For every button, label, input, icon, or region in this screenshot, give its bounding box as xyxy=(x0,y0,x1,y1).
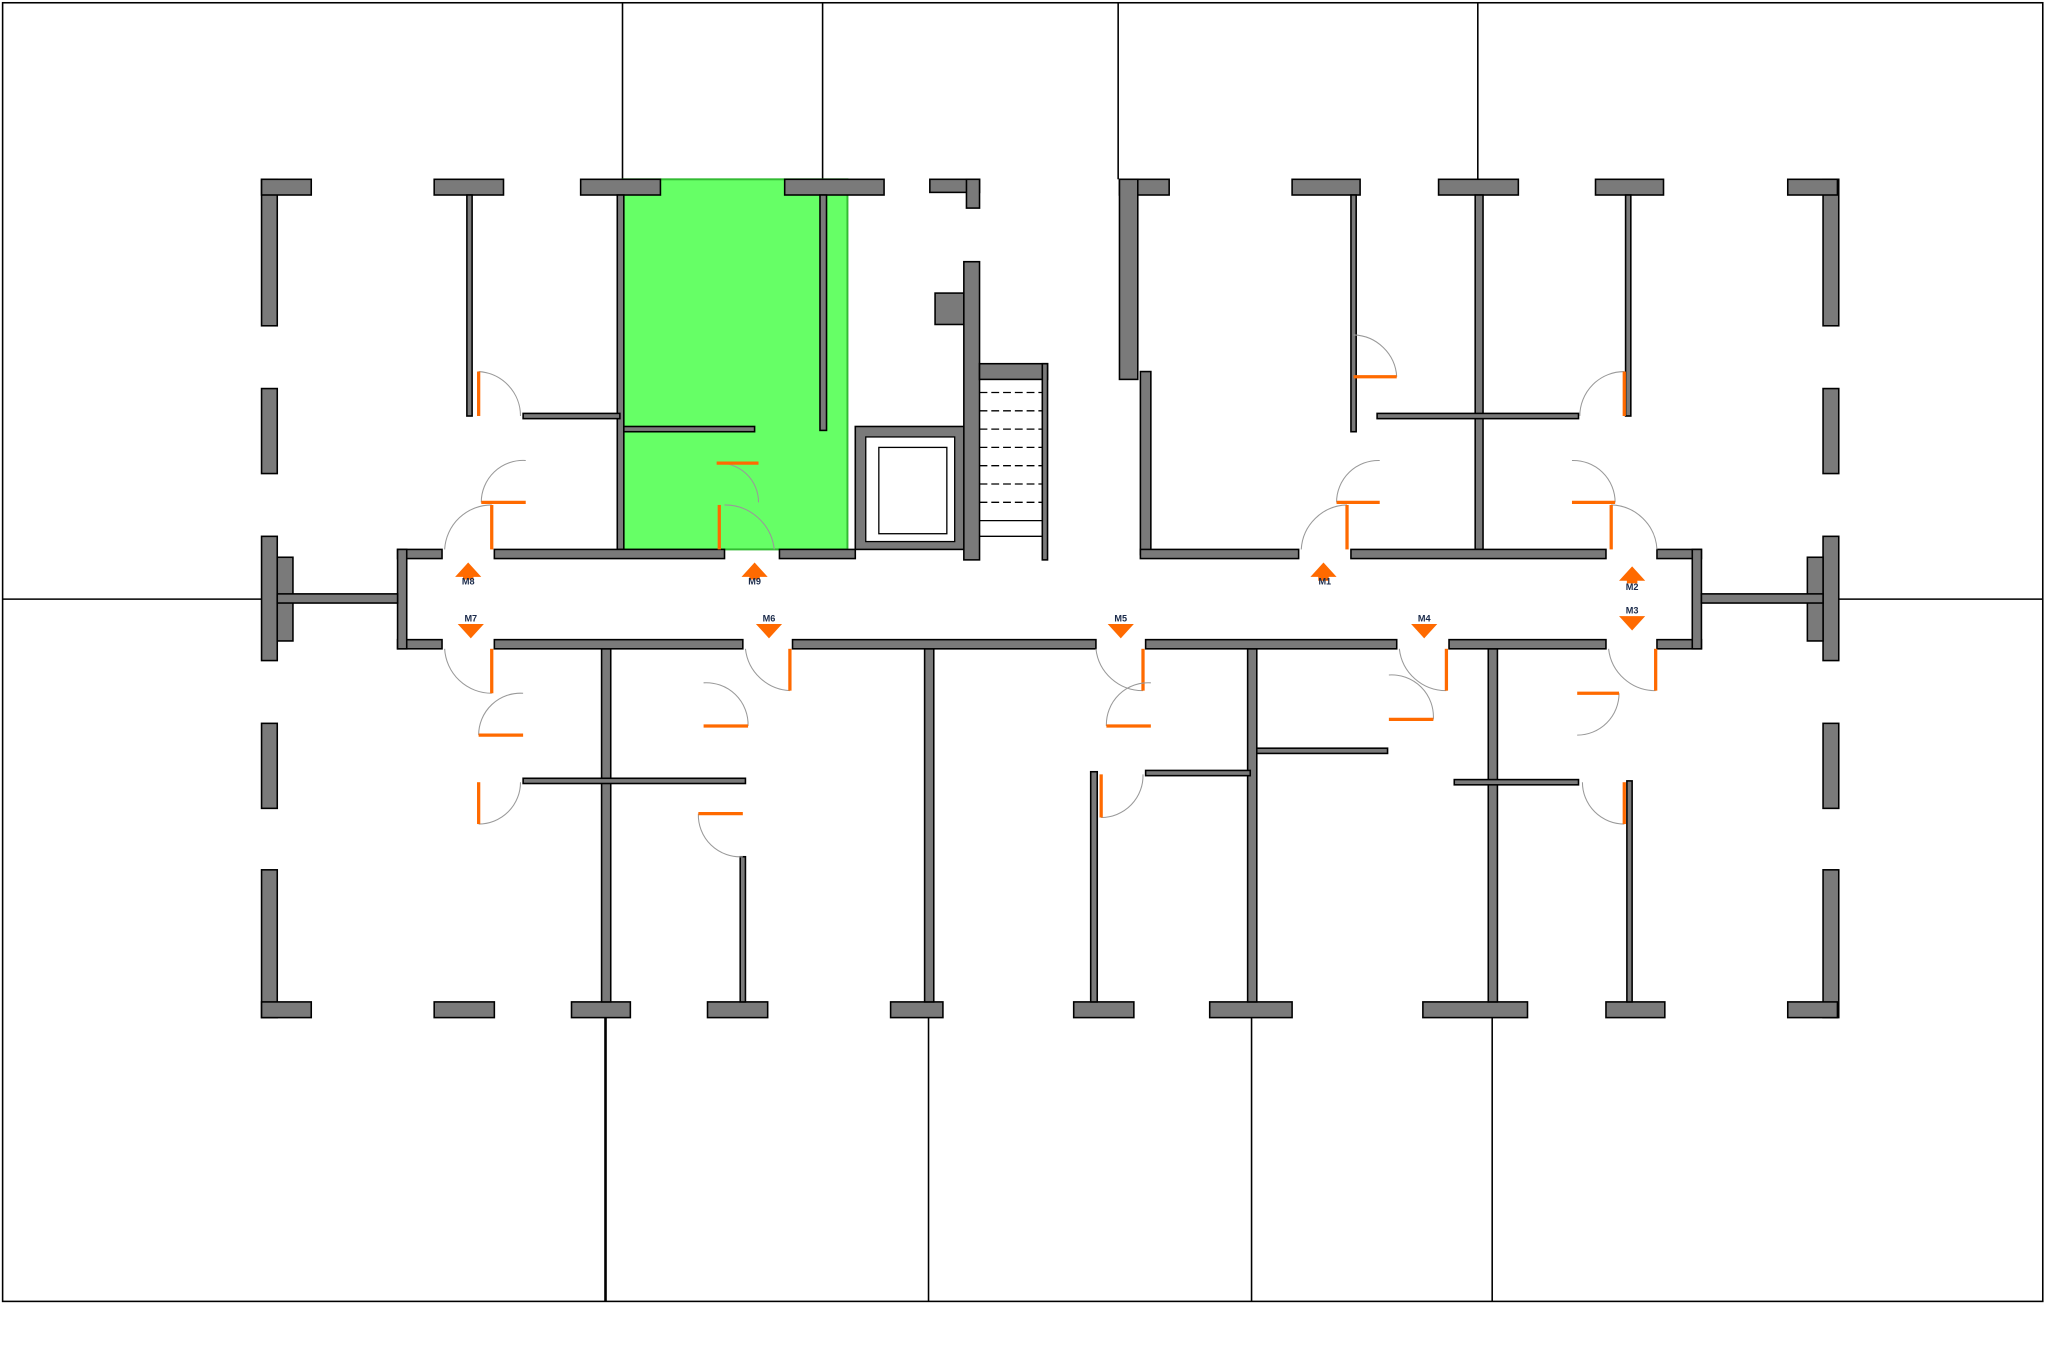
svg-text:M1: M1 xyxy=(1318,577,1331,587)
arrow-down-icon xyxy=(1107,623,1134,639)
marker-m3[interactable]: M3 xyxy=(1619,605,1646,631)
marker-m4[interactable]: M4 xyxy=(1411,613,1438,639)
parcel-lines xyxy=(1,1,2044,1303)
svg-text:M4: M4 xyxy=(1418,613,1432,623)
arrow-up-icon xyxy=(455,562,482,580)
svg-text:M2: M2 xyxy=(1626,582,1639,592)
svg-text:M3: M3 xyxy=(1626,605,1639,615)
marker-m8[interactable]: M8 xyxy=(455,562,482,587)
arrow-down-icon xyxy=(1619,616,1646,631)
elevator xyxy=(854,292,966,551)
stairs xyxy=(963,260,1049,561)
doors xyxy=(444,334,1658,858)
marker-m7[interactable]: M7 xyxy=(457,613,484,639)
marker-m5[interactable]: M5 xyxy=(1107,613,1134,639)
svg-text:M5: M5 xyxy=(1114,613,1127,623)
arrow-down-icon xyxy=(457,623,484,639)
marker-m1[interactable]: M1 xyxy=(1310,562,1337,587)
marker-m2[interactable]: M2 xyxy=(1619,566,1646,592)
arrow-down-icon xyxy=(755,623,783,639)
marker-m6[interactable]: M6 xyxy=(755,613,783,639)
svg-text:M6: M6 xyxy=(763,613,776,623)
arrow-up-icon xyxy=(1310,562,1337,581)
arrow-up-icon xyxy=(741,562,768,580)
walls xyxy=(260,178,1840,1019)
svg-text:M8: M8 xyxy=(462,577,475,587)
highlighted-unit[interactable] xyxy=(621,178,849,551)
svg-text:M9: M9 xyxy=(748,577,761,587)
svg-text:M7: M7 xyxy=(464,613,477,623)
marker-m9[interactable]: M9 xyxy=(741,562,768,587)
arrow-down-icon xyxy=(1411,623,1438,639)
arrow-up-icon xyxy=(1619,566,1646,584)
